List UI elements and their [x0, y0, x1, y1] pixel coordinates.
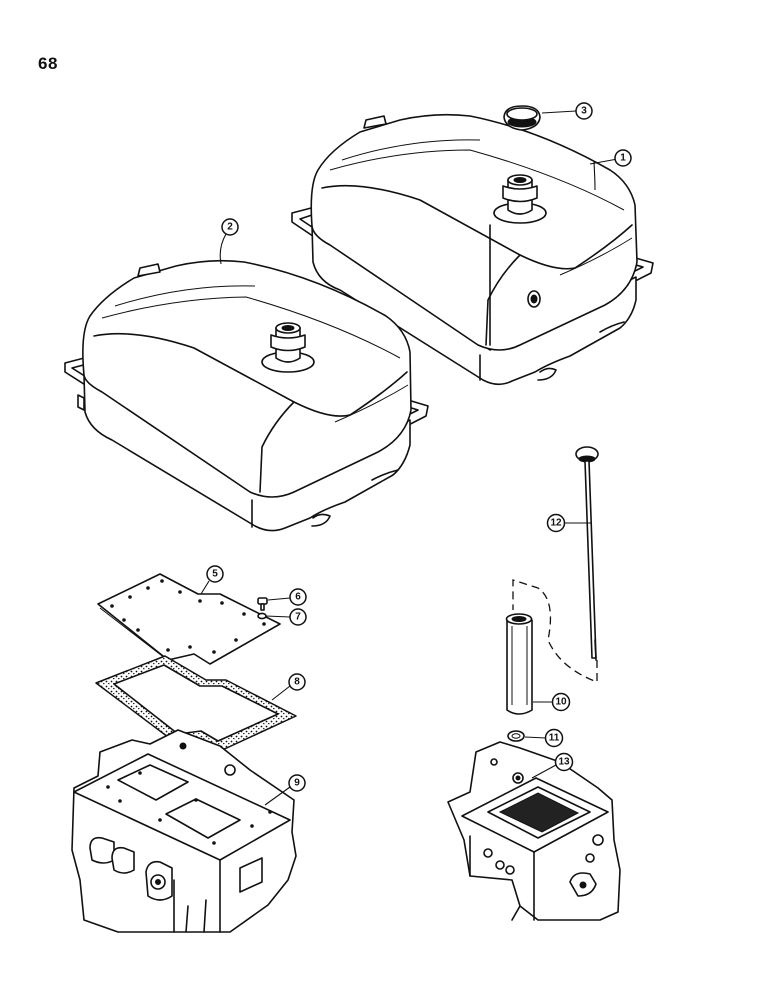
callout-3: 3	[575, 102, 593, 120]
page-number: 68	[38, 54, 58, 73]
callout-6: 6	[289, 588, 307, 606]
fuel-tank-upper	[291, 113, 654, 386]
cover-plate	[97, 573, 281, 665]
callout-1: 1	[614, 149, 632, 167]
callout-12: 12	[546, 513, 566, 533]
filler-tube	[505, 613, 533, 715]
callout-9: 9	[288, 774, 306, 792]
callout-8: 8	[288, 673, 306, 691]
transmission-housing	[71, 729, 297, 933]
svg-text:8: 8	[294, 677, 300, 688]
svg-text:10: 10	[555, 697, 567, 708]
svg-text:5: 5	[212, 569, 218, 580]
svg-text:2: 2	[227, 222, 233, 233]
rear-axle-housing	[447, 741, 621, 921]
svg-text:13: 13	[558, 757, 570, 768]
filler-cap	[503, 105, 541, 131]
callout-11: 11	[544, 728, 564, 748]
svg-text:12: 12	[550, 518, 562, 529]
fuel-tank-lower	[64, 259, 429, 532]
callout-7: 7	[289, 608, 307, 626]
o-ring	[507, 730, 525, 742]
callout-2: 2	[221, 218, 239, 236]
callout-13: 13	[554, 752, 574, 772]
bolt	[257, 597, 268, 611]
svg-text:6: 6	[295, 592, 301, 603]
callout-10: 10	[551, 692, 571, 712]
callout-5: 5	[206, 565, 224, 583]
svg-text:11: 11	[549, 733, 560, 744]
dipstick	[575, 446, 599, 661]
lock-washer	[257, 612, 267, 620]
svg-text:7: 7	[295, 612, 301, 623]
svg-text:3: 3	[581, 106, 587, 117]
svg-text:1: 1	[620, 153, 626, 164]
svg-text:9: 9	[294, 778, 300, 789]
